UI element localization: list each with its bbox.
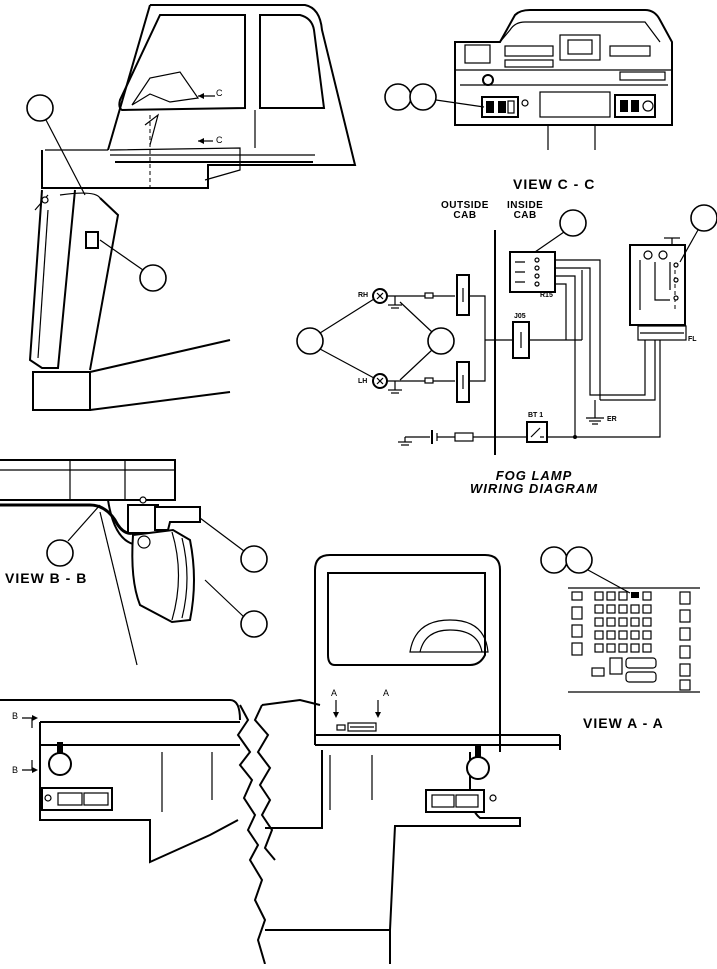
cab-front-window [327,572,486,666]
section-mark-b-upper: B [12,711,19,721]
boom-left-edge [28,189,76,369]
chassis-left-view [0,699,241,864]
wiring-diagram-title: FOG LAMP WIRING DIAGRAM [468,469,600,495]
callout-a-2 [565,546,593,574]
section-mark-a-left: A [331,688,338,698]
boom-inner-line [37,209,49,359]
view-a-fuse-panel [568,587,700,693]
inside-cab-label: INSIDE CAB [507,201,543,221]
base-block [32,371,91,411]
cab-front-view [265,554,561,964]
chassis-lower-left [39,745,239,864]
section-mark-c-upper: C [216,88,223,98]
wire-harness [0,503,147,535]
dashboard-inner-arc [499,21,661,43]
callout-cab-lower [139,264,167,292]
callout-view-c-2 [409,83,437,111]
view-b-lamp-mount [0,459,201,666]
callout-r15 [559,209,587,237]
dashboard-outline [454,9,673,126]
fog-lamp-housing [131,528,195,624]
switch-row-right [609,45,651,57]
steering-wheel [131,71,200,106]
cab-drawing [41,4,357,189]
break-line-left [236,704,267,965]
bt1-label: BT 1 [528,412,544,419]
base-line-lower [89,391,231,411]
bt1-switch [526,421,548,443]
leader-line [99,511,138,666]
section-mark-a-right: A [383,688,390,698]
section-mark-b-lower: B [12,765,19,775]
boom-top [59,192,101,199]
fl-label: FL [688,336,697,343]
boom-right-edge [89,197,120,371]
fog-lamp-title-line2: WIRING DIAGRAM [469,481,599,496]
chassis-top [0,699,241,721]
j05-label: J05 [514,313,526,320]
callout-b-bracket [240,545,268,573]
outside-label-line2: CAB [453,210,477,221]
fl-relay-box [629,244,686,326]
wiring-diagram [372,230,687,455]
left-fog-lamp [48,752,72,776]
er-label: ER [607,416,617,423]
lamp-bracket [127,504,159,534]
inside-label-line2: CAB [513,210,537,221]
lamp-bracket-small [85,231,99,249]
callout-a-1 [540,546,568,574]
cab-body-line [109,147,241,181]
control-lever [144,113,160,146]
cab-rear-pillar [107,4,151,151]
view-b-title: VIEW B - B [5,570,88,586]
boom-arm [28,189,231,411]
frame-outline [0,459,176,501]
callout-wiring-left [296,327,324,355]
left-panel [464,44,491,64]
bracket-plate [154,506,201,531]
rh-label: RH [358,292,369,299]
lamp-bus [469,295,486,382]
cab-front-outline [314,554,501,752]
callout-fl [690,204,717,232]
callout-b-lamp [240,610,268,638]
cab-window-left [118,14,246,112]
callout-view-c-1 [384,83,412,111]
inside-label-line1: INSIDE [507,200,544,211]
base-line-upper [89,339,231,373]
fog-switch-knob [482,74,494,86]
steering-wheel-front [409,619,489,653]
outside-label-line1: OUTSIDE [441,200,489,211]
section-mark-c-lower: C [216,135,223,145]
center-compartment [539,91,611,118]
callout-b-wire [46,539,74,567]
callout-wiring-center [427,327,455,355]
cab-window-right [259,14,326,109]
view-a-title: VIEW A - A [583,715,664,731]
outside-cab-label: OUTSIDE CAB [441,201,489,221]
right-fog-lamp [466,756,490,780]
callout-cab-upper [26,94,54,122]
lh-label: LH [358,378,368,385]
chassis-center-left [265,750,323,829]
r15-label: R15 [540,292,553,299]
fuse-grid [571,591,691,691]
view-c-dashboard [454,9,673,150]
break-line-right [253,704,276,861]
cab-outline [41,4,357,189]
switch-row-upper [504,45,554,57]
fog-lamp-title-line1: FOG LAMP [495,468,573,483]
view-c-title: VIEW C - C [513,176,596,192]
